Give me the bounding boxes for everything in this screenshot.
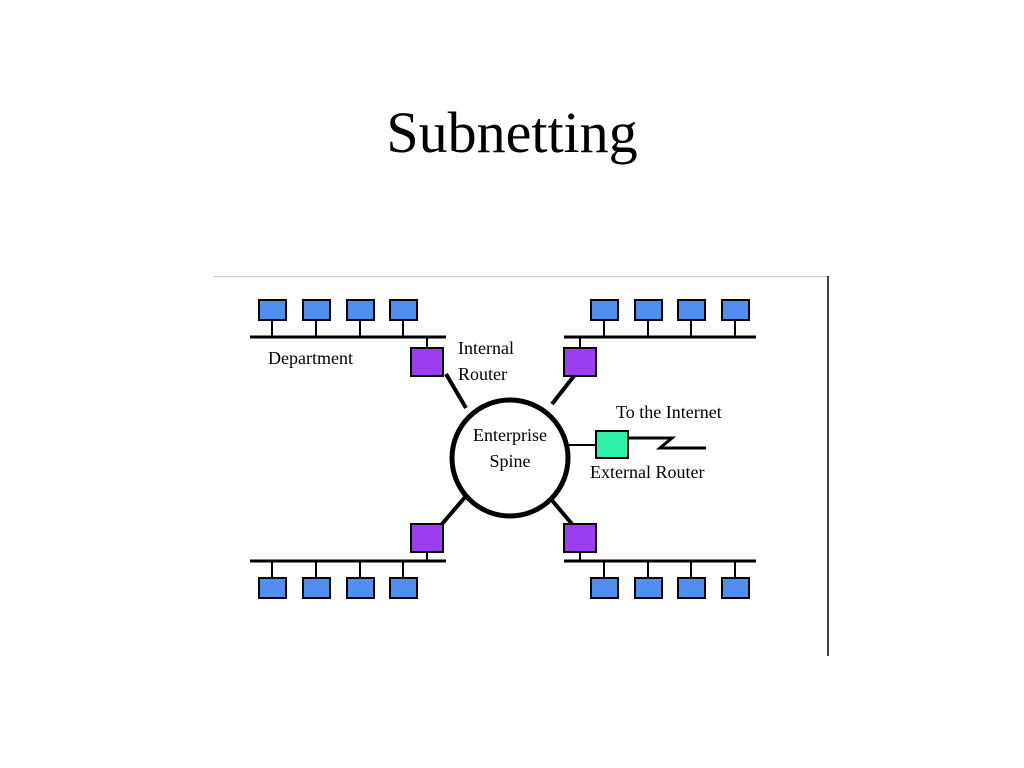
internet-link-zigzag bbox=[628, 436, 706, 450]
host-icon bbox=[677, 561, 706, 599]
subnet-top-left bbox=[250, 299, 446, 339]
internal-router-top-right bbox=[550, 337, 597, 406]
subnet-bottom-left bbox=[250, 559, 446, 599]
host-icon bbox=[677, 299, 706, 337]
internal-router-label-line1: Internal bbox=[458, 338, 514, 358]
subnet-top-right bbox=[564, 299, 756, 339]
host-icon bbox=[590, 561, 619, 599]
host-icon bbox=[389, 561, 418, 599]
host-icon bbox=[389, 299, 418, 337]
department-label: Department bbox=[268, 348, 353, 368]
spine-label-line2: Spine bbox=[489, 451, 530, 471]
host-icon bbox=[258, 561, 287, 599]
internal-router-label-line2: Router bbox=[458, 364, 507, 384]
host-icon bbox=[302, 561, 331, 599]
host-icon bbox=[258, 299, 287, 337]
external-router-label: External Router bbox=[590, 462, 704, 482]
slide-title: Subnetting bbox=[386, 100, 638, 165]
internal-router-bottom-left bbox=[410, 494, 468, 561]
enterprise-spine-ring bbox=[449, 397, 571, 519]
spine-label-line1: Enterprise bbox=[473, 425, 547, 445]
host-icon bbox=[634, 299, 663, 337]
host-icon bbox=[721, 561, 750, 599]
host-icon bbox=[302, 299, 331, 337]
host-icon bbox=[590, 299, 619, 337]
host-icon bbox=[346, 561, 375, 599]
host-icon bbox=[721, 299, 750, 337]
to-internet-label: To the Internet bbox=[616, 402, 722, 422]
internal-router-bottom-right bbox=[548, 496, 597, 561]
host-icon bbox=[346, 299, 375, 337]
subnetting-diagram: Department Internal Router Enterprise Sp… bbox=[214, 276, 830, 656]
external-router bbox=[568, 430, 706, 459]
internal-router-top-left bbox=[410, 337, 468, 410]
host-icon bbox=[634, 561, 663, 599]
subnet-bottom-right bbox=[564, 559, 756, 599]
